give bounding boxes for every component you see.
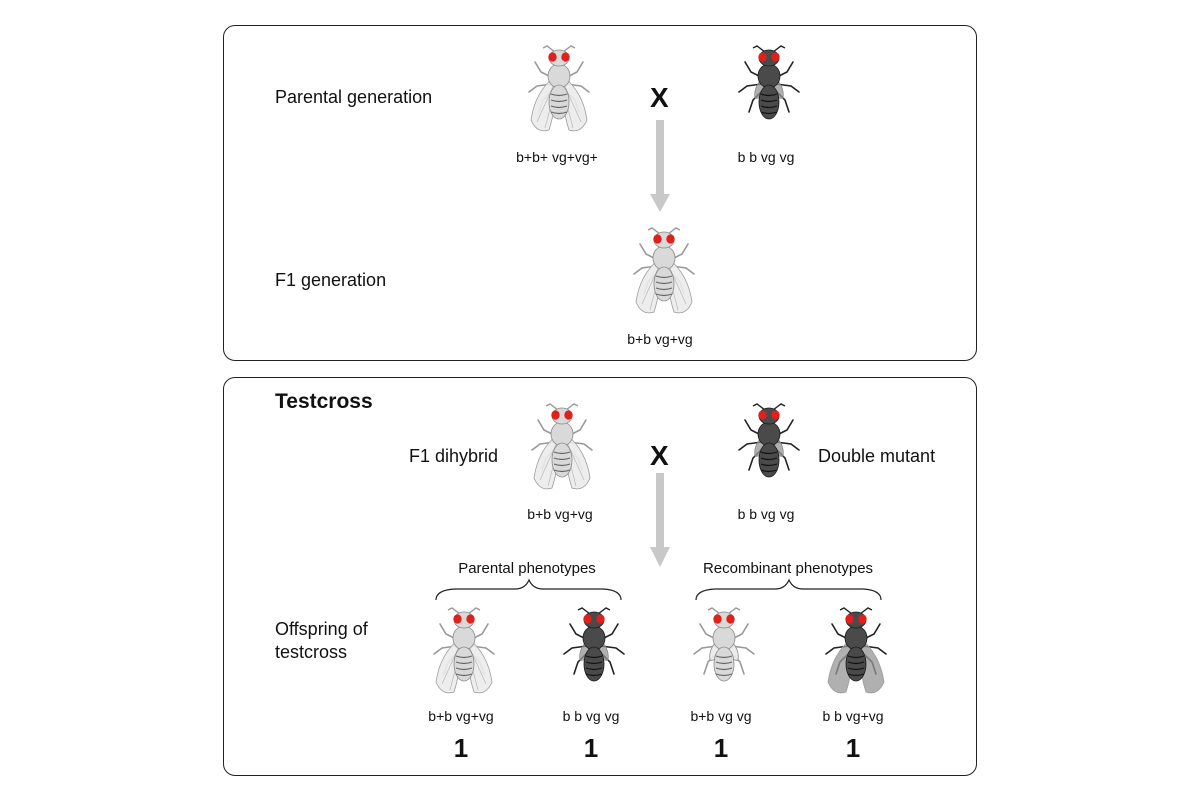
offspring-genotype: b+b vg+vg (428, 708, 494, 724)
recombinant-phenotypes-brace (695, 578, 882, 601)
down-arrow-icon (650, 120, 670, 212)
testcross-title: Testcross (275, 390, 373, 413)
recombinant-phenotypes-label: Recombinant phenotypes (702, 560, 874, 577)
parental-phenotypes-label: Parental phenotypes (458, 560, 596, 577)
f1-genotype: b+b vg+vg (627, 331, 693, 347)
testcross-panel (223, 377, 977, 776)
offspring-wild-type-fly-icon (433, 607, 495, 694)
offspring-ratio: 1 (845, 733, 861, 763)
cross-symbol: X (650, 82, 669, 113)
parental-cross-panel (223, 25, 977, 361)
offspring-label-line2: testcross (275, 642, 348, 662)
offspring-double-mutant-fly-icon (563, 607, 625, 682)
double-mutant-label: Double mutant (818, 446, 936, 466)
offspring-ratio: 1 (713, 733, 729, 763)
f1-dihybrid-genotype: b+b vg+vg (527, 506, 593, 522)
offspring-ratio: 1 (583, 733, 599, 763)
offspring-genotype: b+b vg vg (690, 708, 752, 724)
parental-generation-label: Parental generation (275, 87, 433, 107)
black-body-vestigial-fly-icon (738, 45, 800, 120)
f1-dihybrid-label: F1 dihybrid (409, 446, 499, 466)
offspring-label-line1: Offspring of (275, 619, 368, 639)
double-mutant-genotype: b b vg vg (737, 506, 795, 522)
f1-dihybrid-fly-icon (531, 403, 593, 490)
parent-mutant-genotype: b b vg vg (737, 149, 795, 165)
f1-generation-label: F1 generation (275, 270, 387, 290)
offspring-black-normal-wing-fly-icon (825, 607, 887, 694)
wild-type-fly-icon (528, 45, 590, 132)
offspring-ratio: 1 (453, 733, 469, 763)
offspring-genotype: b b vg+vg (822, 708, 884, 724)
f1-wild-type-fly-icon (633, 227, 695, 314)
parent-wild-genotype: b+b+ vg+vg+ (516, 149, 598, 165)
offspring-label: Offspring of testcross (275, 618, 368, 664)
double-mutant-fly-icon (738, 403, 800, 478)
offspring-genotype: b b vg vg (562, 708, 620, 724)
cross-symbol: X (650, 440, 669, 471)
down-arrow-icon (650, 473, 670, 567)
parental-phenotypes-brace (435, 578, 622, 601)
offspring-grey-vestigial-fly-icon (693, 607, 755, 682)
